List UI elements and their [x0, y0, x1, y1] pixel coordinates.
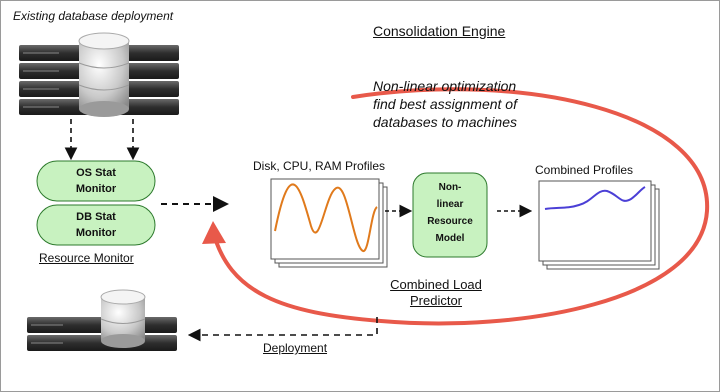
predictor-line-1: Combined Load — [390, 277, 482, 292]
model-line-1: Non- — [438, 182, 462, 193]
resource-profiles-stack — [270, 178, 388, 268]
profiles-title: Disk, CPU, RAM Profiles — [253, 159, 386, 173]
os-stat-monitor-box — [36, 160, 156, 202]
db-stat-monitor-box — [36, 204, 156, 246]
existing-deployment-label: Existing database deployment — [13, 9, 174, 23]
combined-load-predictor-label: Combined Load Predictor — [371, 277, 501, 309]
optimization-caption-line-1: Non-linear optimization — [373, 78, 517, 94]
deployment-label: Deployment — [263, 341, 328, 355]
resource-profile-curve — [274, 183, 378, 253]
optimization-caption-line-3: databases to machines — [373, 114, 517, 130]
combined-profiles-title: Combined Profiles — [535, 163, 634, 177]
model-line-4: Model — [435, 233, 465, 244]
nonlinear-model-label: Non- linear Resource Model — [413, 179, 487, 247]
os-stat-monitor-label: OS Stat Monitor — [37, 165, 155, 197]
optimization-caption: Non-linear optimization find best assign… — [373, 77, 517, 131]
db-stat-line-1: DB Stat — [76, 211, 116, 223]
db-stat-monitor-label: DB Stat Monitor — [37, 209, 155, 241]
existing-server-stack-icon — [19, 32, 179, 117]
consolidation-cycle-arc — [211, 87, 710, 326]
consolidation-engine-title: Consolidation Engine — [373, 23, 506, 39]
cycle-arrow-head — [202, 221, 226, 244]
optimization-caption-line-2: find best assignment of — [373, 96, 517, 112]
os-stat-line-1: OS Stat — [76, 167, 116, 179]
nonlinear-resource-model-box — [412, 172, 488, 258]
predictor-line-2: Predictor — [409, 293, 463, 308]
deployment-arrow — [187, 317, 378, 342]
combined-profile-curve — [544, 186, 646, 210]
model-line-3: Resource — [427, 216, 473, 227]
os-stat-line-2: Monitor — [75, 183, 117, 195]
resource-monitor-label: Resource Monitor — [39, 251, 134, 265]
db-stat-line-2: Monitor — [75, 227, 117, 239]
combined-profiles-stack — [538, 180, 660, 270]
model-line-2: linear — [436, 199, 464, 210]
deployed-server-stack-icon — [27, 289, 177, 351]
